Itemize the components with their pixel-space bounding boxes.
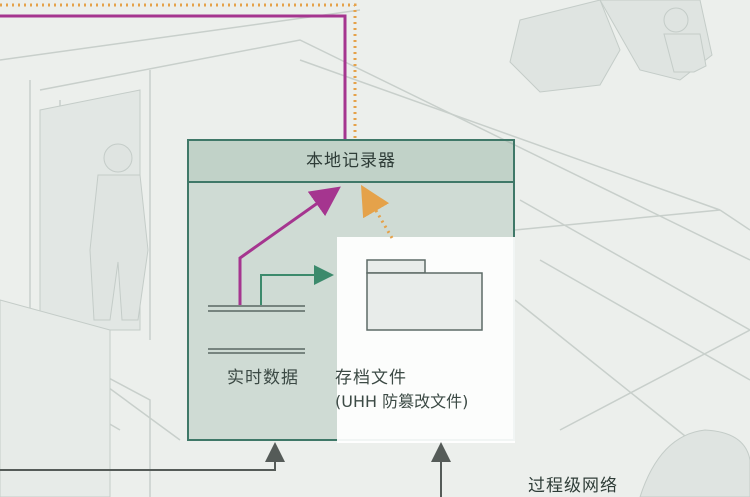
archive-file-label: 存档文件 [335, 368, 407, 388]
process-network-label: 过程级网络 [528, 476, 618, 496]
local-recorder-box: 本地记录器 实时数据 存档文件 (UHH 防篡改文件) [187, 139, 515, 443]
archive-file-sublabel: (UHH 防篡改文件) [335, 392, 469, 411]
archive-panel [337, 237, 515, 443]
recorder-title: 本地记录器 [189, 141, 513, 183]
realtime-data-label: 实时数据 [227, 368, 299, 388]
